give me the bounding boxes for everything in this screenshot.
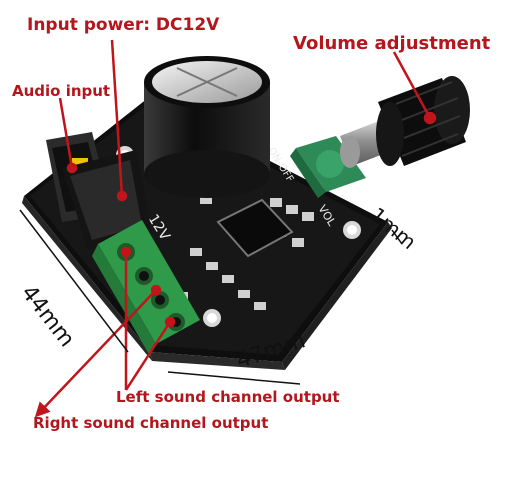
amplifier-chip — [216, 198, 294, 258]
mounting-hole — [203, 309, 221, 327]
width-dimension-line — [167, 371, 301, 385]
left-output-label: Left sound channel output — [116, 388, 340, 406]
input-power-pointer — [110, 39, 124, 197]
volume-potentiometer — [290, 136, 366, 198]
input-power-label: Input power: DC12V — [27, 15, 220, 35]
volume-pointer — [392, 51, 432, 119]
annotation-pointers — [34, 39, 437, 418]
audio-input-pointer — [58, 97, 74, 169]
right-output-pointer — [34, 289, 157, 418]
volume-adjustment-label: Volume adjustment — [293, 33, 491, 54]
electrolytic-capacitor — [144, 56, 270, 198]
height-dimension-line — [19, 209, 129, 353]
mounting-hole — [343, 221, 361, 239]
dc-power-jack — [62, 150, 152, 250]
volume-knob — [376, 76, 470, 166]
dimension-lines — [19, 209, 403, 385]
audio-input-label: Audio input — [12, 82, 111, 100]
right-output-label: Right sound channel output — [33, 414, 269, 432]
left-output-pointer-branch — [124, 321, 172, 391]
thickness-dimension-line — [391, 229, 403, 245]
